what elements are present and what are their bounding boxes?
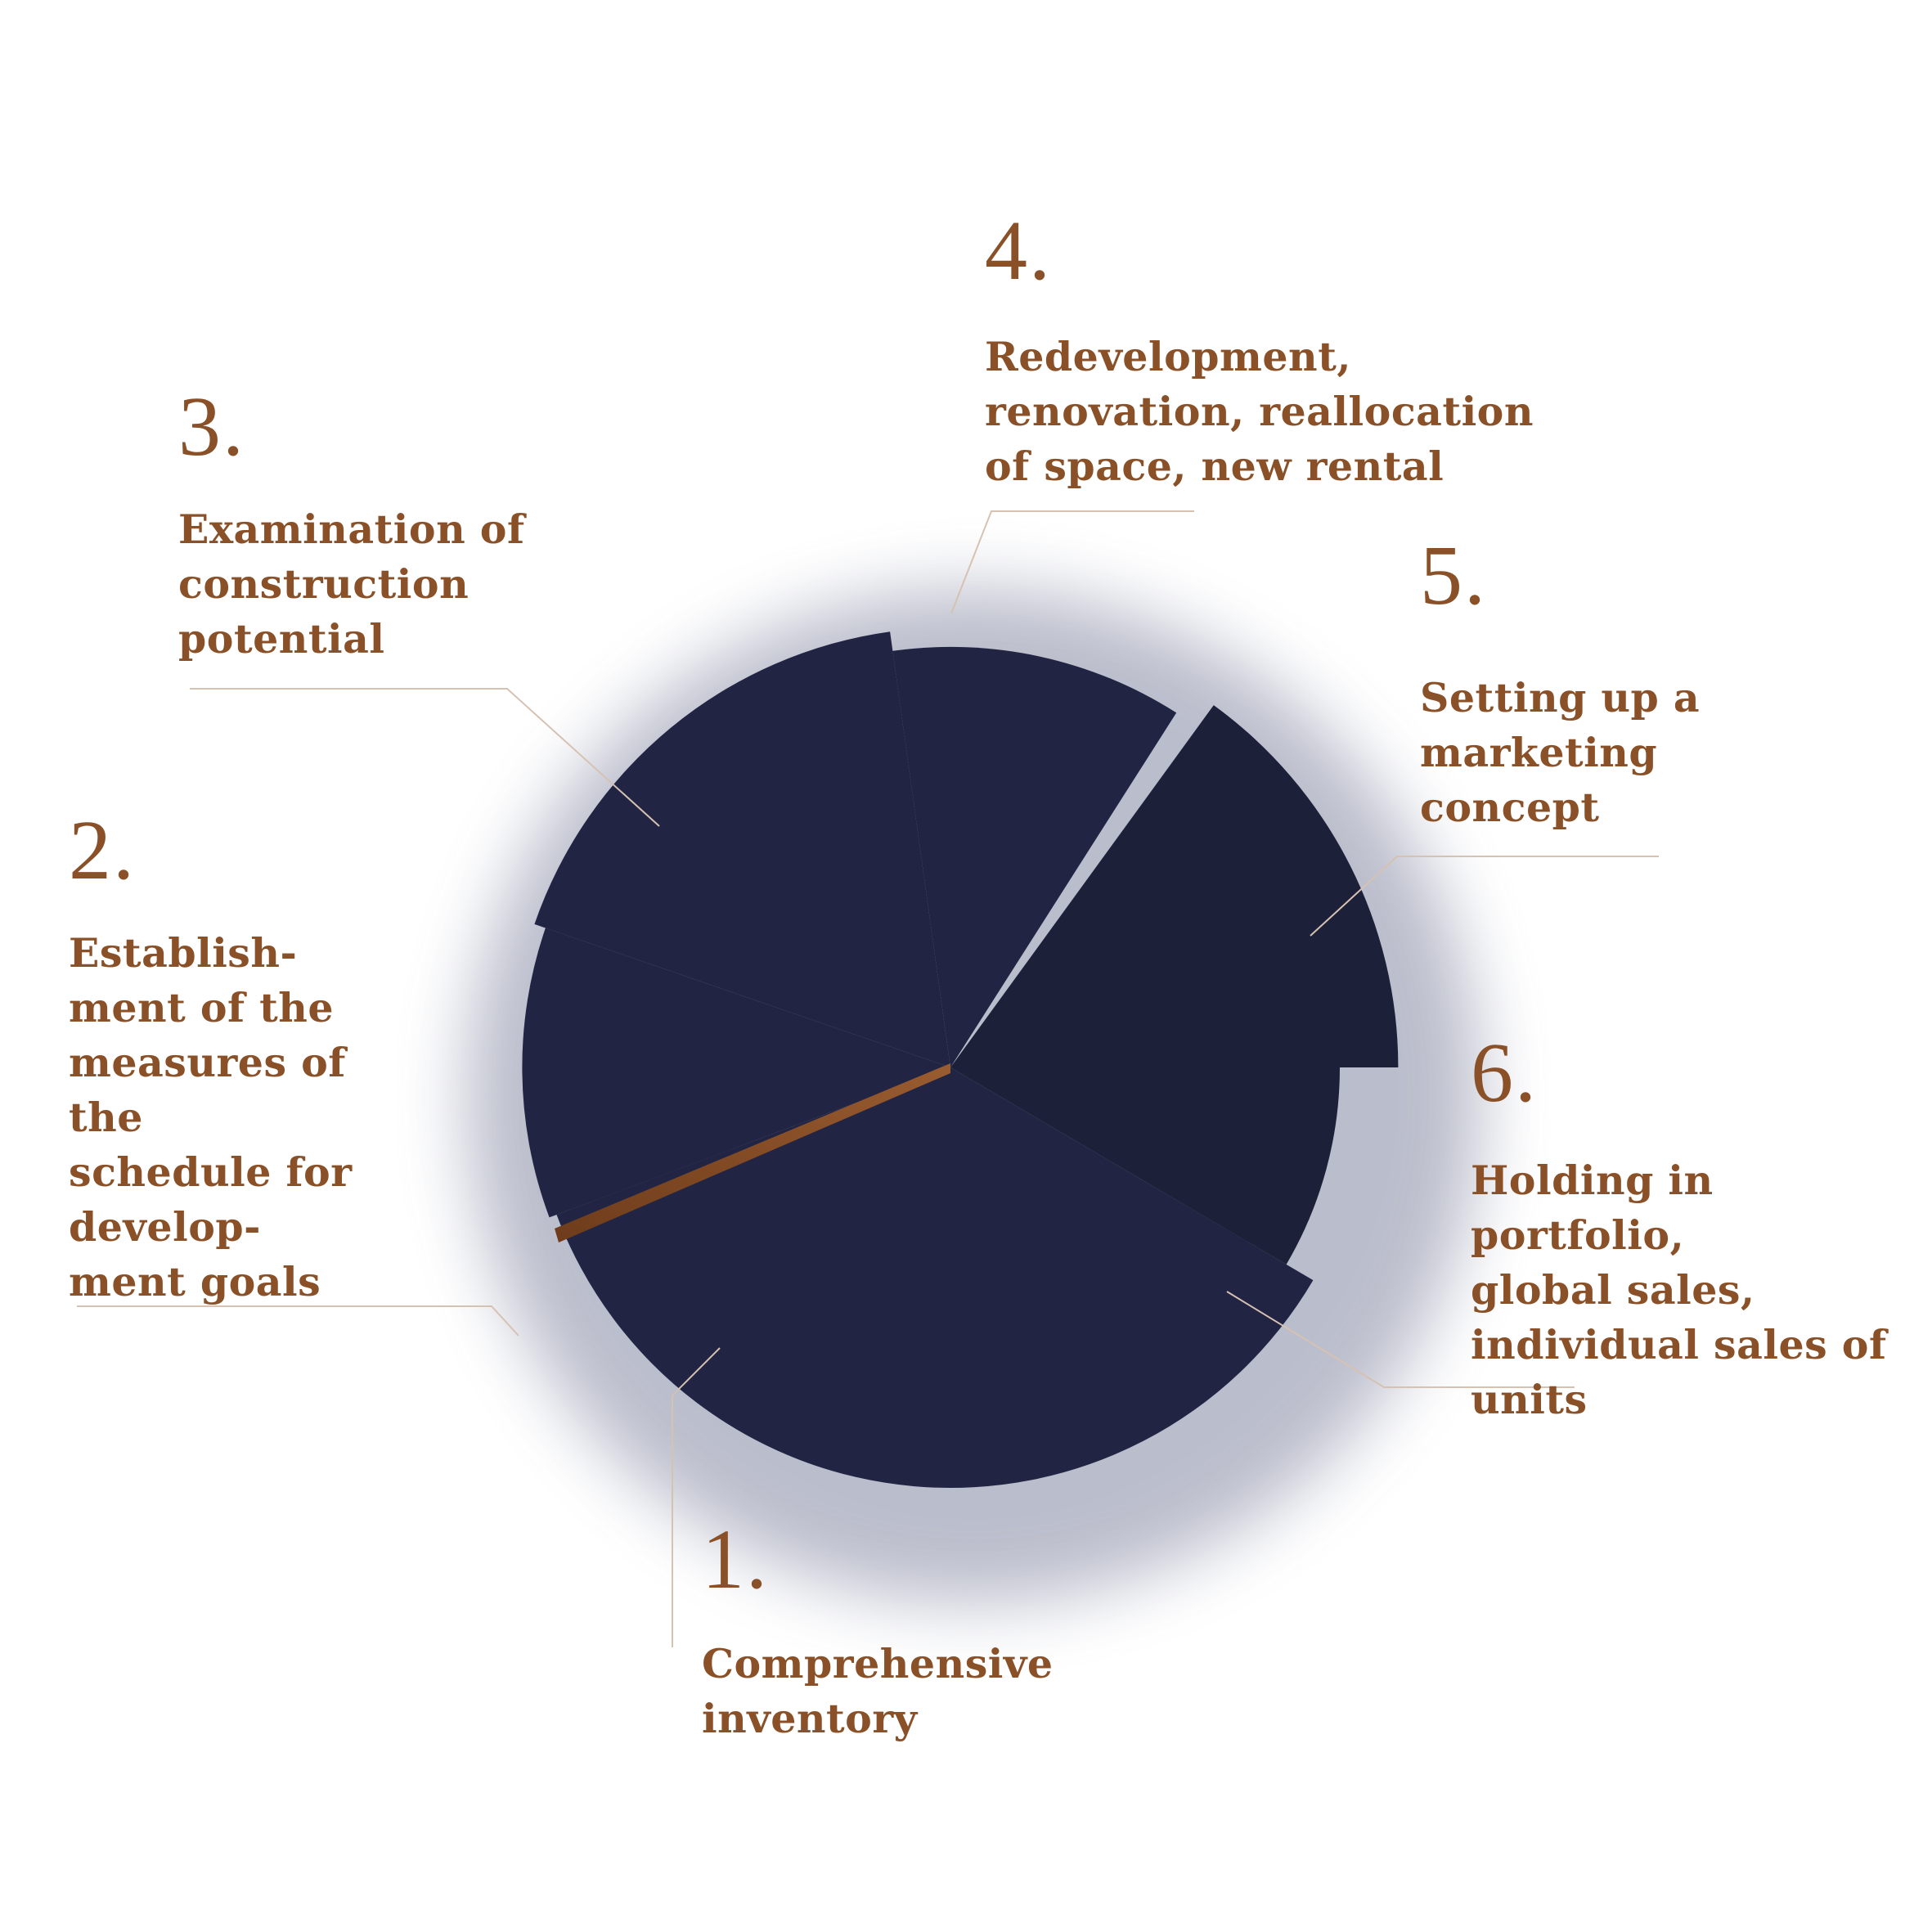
step-6: 6. Holding in portfolio, global sales, i… bbox=[1471, 1031, 1932, 1427]
leader-line-5 bbox=[1310, 856, 1659, 937]
segment-4 bbox=[892, 646, 1177, 1067]
leader-line-1 bbox=[672, 1347, 721, 1647]
step-3-number: 3. bbox=[178, 380, 245, 474]
step-1-label: Comprehensive inventory bbox=[702, 1640, 1054, 1742]
segment-2 bbox=[522, 928, 950, 1218]
step-6-number: 6. bbox=[1471, 1026, 1538, 1120]
step-1: 1. Comprehensive inventory bbox=[702, 1517, 1054, 1746]
segment-1 bbox=[556, 1067, 1314, 1489]
step-5-number: 5. bbox=[1420, 528, 1487, 622]
step-2: 2. Establish- ment of the measures of th… bbox=[69, 808, 353, 1310]
leader-lines bbox=[77, 510, 1659, 1647]
step-4-number: 4. bbox=[985, 204, 1052, 298]
leader-line-6 bbox=[1226, 1291, 1575, 1388]
step-3: 3. Examination of construction potential bbox=[178, 384, 525, 667]
step-4: 4. Redevelopment, renovation, reallocati… bbox=[985, 209, 1534, 494]
segment-6 bbox=[950, 1067, 1341, 1265]
step-2-number: 2. bbox=[69, 803, 136, 897]
segment-3 bbox=[534, 631, 950, 1067]
step-4-label: Redevelopment, renovation, reallocation … bbox=[985, 333, 1534, 490]
leader-line-2 bbox=[77, 1305, 519, 1337]
step-5: 5. Setting up a marketing concept bbox=[1420, 533, 1700, 835]
leader-line-4 bbox=[950, 510, 1194, 614]
step-3-label: Examination of construction potential bbox=[178, 505, 525, 663]
wheel-segments bbox=[522, 631, 1399, 1489]
segment-5 bbox=[950, 705, 1399, 1067]
step-5-label: Setting up a marketing concept bbox=[1420, 674, 1701, 831]
leader-line-3 bbox=[190, 688, 660, 827]
step-1-number: 1. bbox=[702, 1512, 769, 1606]
center-needle bbox=[555, 1063, 950, 1242]
step-6-label: Holding in portfolio, global sales, indi… bbox=[1471, 1157, 1887, 1423]
step-2-label: Establish- ment of the measures of the s… bbox=[69, 929, 353, 1305]
